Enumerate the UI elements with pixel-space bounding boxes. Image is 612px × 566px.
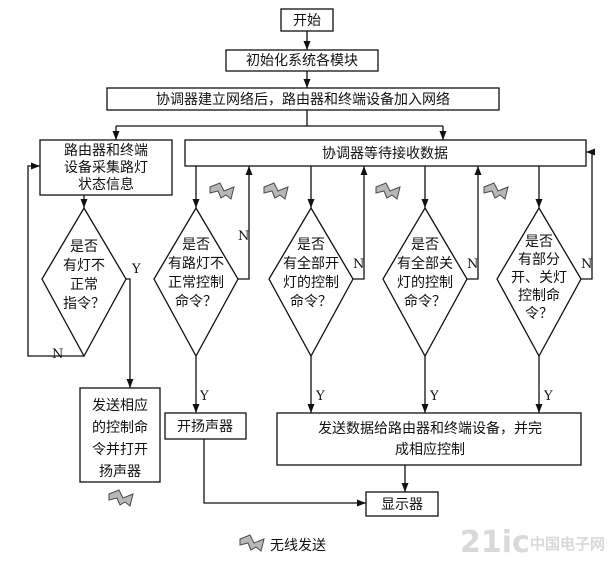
text-line: 命令？ <box>175 293 217 310</box>
text-line: 初始化系统各模块 <box>246 52 358 69</box>
text-line: 有全部开 <box>283 255 339 272</box>
wireless-icon <box>483 182 509 200</box>
node-speaker: 开扬声器 <box>164 412 247 440</box>
edge-d5-no <box>581 148 595 280</box>
text-line: 有灯不 <box>63 258 105 274</box>
text-line: 是否 <box>525 234 553 250</box>
text-line: 成相应控制 <box>395 441 465 458</box>
text-line: 发送相应 <box>92 397 148 414</box>
watermark-sub: 中国电子网 <box>530 535 605 553</box>
text-line: 设备采集路灯 <box>64 159 148 176</box>
node-collect-text: 路由器和终端设备采集路灯状态信息 <box>64 143 148 193</box>
text-line: 是否 <box>70 239 98 255</box>
edges <box>27 31 595 507</box>
decision-abnormal: 是否有灯不正常指令？ <box>41 206 127 358</box>
node-speaker-text: 开扬声器 <box>177 419 233 435</box>
node-alarm: 发送相应的控制命令并打开扬声器 <box>79 387 161 483</box>
text-line: 是否 <box>411 237 439 253</box>
node-start-text: 开始 <box>293 13 321 29</box>
node-init-text: 初始化系统各模块 <box>246 52 358 69</box>
edge-d2-no <box>238 166 253 280</box>
watermark-main: 21ic <box>460 525 530 560</box>
node-wait: 协调器等待接收数据 <box>184 139 587 167</box>
label-d1-no: N <box>52 347 63 362</box>
text-line: 协调器等待接收数据 <box>322 145 448 162</box>
decision-abnormal-text: 是否有灯不正常指令？ <box>63 239 105 312</box>
text-line: 是否 <box>182 237 210 253</box>
wireless-legend-icon <box>239 534 265 552</box>
wireless-icon <box>263 182 289 200</box>
text-line: 协调器建立网络后，路由器和终端设备加入网络 <box>156 91 450 108</box>
label-d5-no: N <box>581 257 592 272</box>
text-line: 控制命 <box>518 287 560 304</box>
text-line: 有部分 <box>518 252 560 268</box>
legend-wireless-label: 无线发送 <box>270 538 326 554</box>
text-line: 灯的控制 <box>283 275 339 291</box>
node-wait-text: 协调器等待接收数据 <box>322 145 448 162</box>
decision-control-abnormal: 是否有路灯不正常控制命令？ <box>153 206 239 358</box>
decision-partial: 是否有部分开、关灯控制命令？ <box>496 206 582 358</box>
label-d2-yes: Y <box>199 389 209 404</box>
decision-all-on-text: 是否有全部开灯的控制命令？ <box>283 237 339 310</box>
wireless-icon <box>375 182 401 200</box>
text-line: 命令？ <box>290 293 332 310</box>
decision-all-off: 是否有全部关灯的控制命令？ <box>382 206 468 358</box>
text-line: 正常控制 <box>168 275 224 291</box>
node-collect: 路由器和终端设备采集路灯状态信息 <box>39 139 173 196</box>
node-join-text: 协调器建立网络后，路由器和终端设备加入网络 <box>156 91 450 108</box>
text-line: 路由器和终端 <box>64 143 148 159</box>
node-join: 协调器建立网络后，路由器和终端设备加入网络 <box>106 87 500 111</box>
decision-all-off-text: 是否有全部关灯的控制命令？ <box>397 237 453 310</box>
text-line: 令并打开 <box>92 441 148 458</box>
text-line: 显示器 <box>381 497 423 513</box>
node-start: 开始 <box>280 8 334 32</box>
text-line: 有路灯不 <box>168 256 224 272</box>
node-init: 初始化系统各模块 <box>225 49 379 72</box>
wireless-marks <box>108 182 509 507</box>
label-d4-yes: Y <box>429 389 439 404</box>
label-d5-yes: Y <box>543 389 553 404</box>
text-line: 发送数据给路由器和终端设备，并完 <box>318 420 542 437</box>
edge-labels: Y N N N N N Y Y Y Y <box>52 229 592 404</box>
text-line: 命令？ <box>404 293 446 310</box>
label-d1-yes: Y <box>131 262 141 277</box>
edge-d1-no-loop <box>27 162 84 357</box>
text-line: 指令？ <box>63 296 105 312</box>
wireless-icon <box>209 182 235 200</box>
decision-control-abnormal-text: 是否有路灯不正常控制命令？ <box>168 237 224 310</box>
legend: 无线发送 <box>239 534 326 554</box>
text-line: 灯的控制 <box>397 275 453 291</box>
text-line: 扬声器 <box>99 464 141 480</box>
label-d3-no: N <box>353 257 364 272</box>
text-line: 开扬声器 <box>177 419 233 435</box>
edge-d4-no <box>467 166 482 280</box>
watermark: 21ic 中国电子网 <box>460 525 605 560</box>
text-line: 令？ <box>525 306 553 322</box>
decision-partial-text: 是否有部分开、关灯控制命令？ <box>511 234 567 322</box>
text-line: 是否 <box>297 237 325 253</box>
text-line: 开始 <box>293 13 321 29</box>
text-line: 状态信息 <box>78 176 134 193</box>
text-line: 正常 <box>70 277 98 293</box>
edge-d3-no <box>353 166 368 280</box>
node-display-text: 显示器 <box>381 497 423 513</box>
label-d4-no: N <box>467 257 478 272</box>
decision-all-on: 是否有全部开灯的控制命令？ <box>268 206 354 358</box>
edge-speaker-display <box>203 439 366 507</box>
text-line: 开、关灯 <box>511 270 567 286</box>
text-line: 有全部关 <box>397 255 453 272</box>
node-display: 显示器 <box>365 491 439 517</box>
text-line: 的控制命 <box>92 419 148 436</box>
label-d3-yes: Y <box>315 389 325 404</box>
edge-d1-yes <box>126 278 134 388</box>
node-alarm-text: 发送相应的控制命令并打开扬声器 <box>92 397 148 480</box>
node-send: 发送数据给路由器和终端设备，并完成相应控制 <box>276 412 582 466</box>
node-send-text: 发送数据给路由器和终端设备，并完成相应控制 <box>318 420 542 458</box>
wireless-icon <box>108 489 134 507</box>
label-d2-no: N <box>238 229 249 244</box>
